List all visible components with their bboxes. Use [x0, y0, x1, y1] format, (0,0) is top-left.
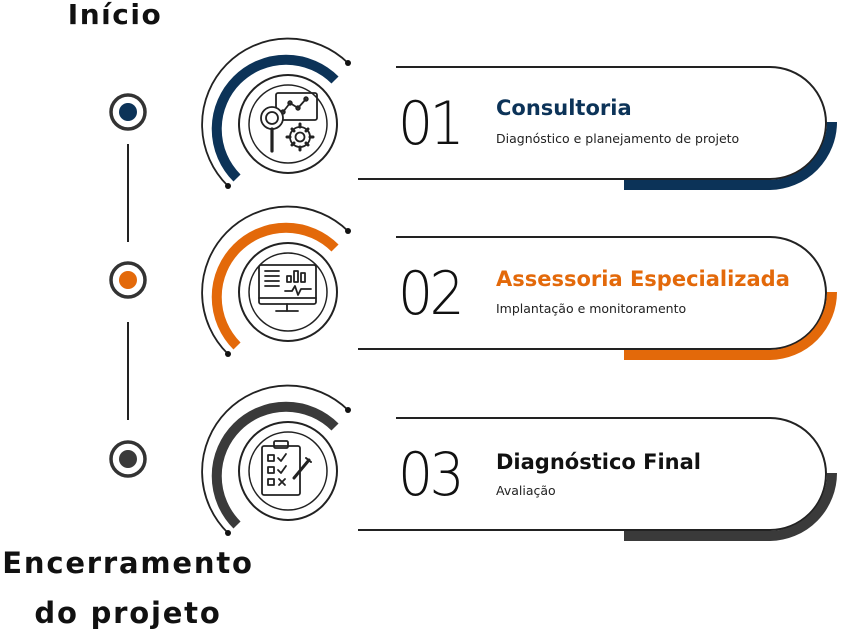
monitor-dashboard-icon	[258, 264, 317, 312]
step-title: Consultoria	[496, 96, 632, 120]
step-card-accent	[624, 472, 837, 541]
step-icon-ring-accent	[211, 401, 339, 529]
timeline-end-label-line1: Encerramento	[2, 546, 254, 580]
timeline-graphics	[109, 37, 837, 541]
timeline-node-3	[109, 440, 147, 478]
timeline-node-2	[109, 261, 147, 299]
step-number: 02	[398, 259, 465, 329]
step-title: Diagnóstico Final	[496, 450, 701, 474]
step-2	[201, 205, 837, 360]
step-card-outline	[358, 66, 827, 180]
process-timeline: Início Encerramento do projeto 01 Consul…	[2, 0, 837, 630]
clipboard-checklist-icon	[261, 440, 312, 496]
step-description: Avaliação	[496, 483, 556, 498]
timeline-node-1	[109, 93, 147, 131]
step-card-accent	[624, 121, 837, 190]
step-3	[201, 384, 837, 541]
timeline-start-label: Início	[67, 0, 163, 31]
left-timeline	[109, 93, 147, 478]
step-title: Assessoria Especializada	[496, 267, 790, 291]
step-card-outline	[358, 417, 827, 531]
step-number: 03	[398, 440, 465, 510]
timeline-end-label-line2: do projeto	[34, 596, 222, 630]
step-number: 01	[398, 89, 465, 159]
step-description: Diagnóstico e planejamento de projeto	[496, 131, 740, 146]
analytics-magnifier-gear-icon	[260, 92, 318, 153]
step-icon-ring-accent	[211, 54, 339, 182]
step-card-outline	[358, 236, 827, 350]
timeline-end-label: Encerramento do projeto	[0, 538, 256, 638]
step-icon-ring-accent	[211, 222, 339, 350]
step-1	[201, 37, 837, 190]
step-card-accent	[624, 291, 837, 360]
step-description: Implantação e monitoramento	[496, 301, 687, 316]
